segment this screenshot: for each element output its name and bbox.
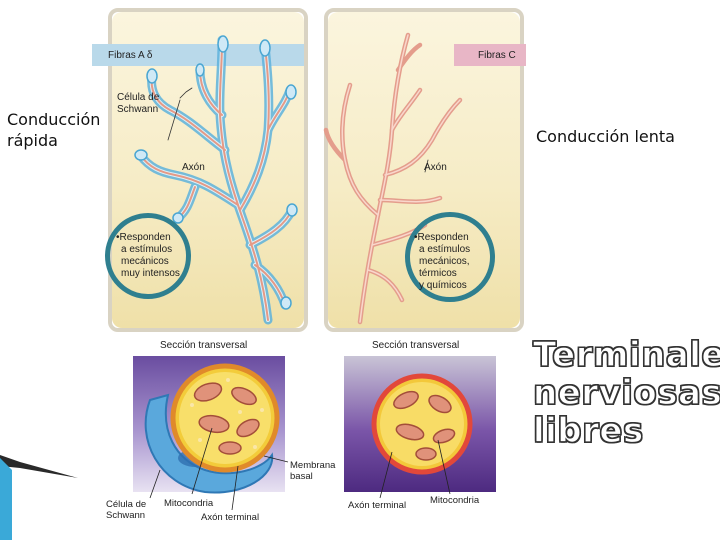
response-left-line4: muy intensos: [121, 268, 180, 279]
label-basal-membrane-line1: Membrana: [290, 460, 336, 471]
label-schwann-cell-bottom: Célula de Schwann: [106, 499, 146, 521]
response-right-line2: a estímulos: [419, 244, 471, 255]
response-left-line2: a estímulos: [121, 244, 173, 255]
label-basal-membrane-line2: basal: [290, 471, 313, 482]
response-text-right: •Responden a estímulos mecánicos, térmic…: [414, 232, 470, 292]
label-schwann-cell-top-line1: Célula de: [117, 92, 160, 103]
note-slow-conduction: Conducción lenta: [536, 127, 675, 146]
note-fast-conduction: Conducción rápida: [7, 109, 100, 151]
note-fast-line2: rápida: [7, 131, 58, 150]
label-axon-left: Axón: [182, 162, 205, 173]
label-axon-terminal-left: Axón terminal: [201, 512, 260, 523]
response-right-line5: y químicos: [419, 280, 467, 291]
label-axon-terminal-right: Axón terminal: [348, 500, 407, 511]
label-schwann-bottom-line2: Schwann: [106, 510, 146, 521]
label-basal-membrane: Membrana basal: [290, 460, 335, 482]
title-line2: nerviosas: [532, 373, 720, 413]
label-axon-right: Axón: [424, 162, 447, 173]
response-text-left: •Responden a estímulos mecánicos muy int…: [116, 232, 180, 280]
title-line1: Terminales: [532, 335, 720, 375]
title-free-nerve-endings: Terminales nerviosas libres: [532, 335, 720, 451]
response-left-line1: •Responden: [116, 232, 171, 243]
label-schwann-cell-top-line2: Schwann: [117, 104, 159, 115]
cross-section-title-left: Sección transversal: [160, 340, 248, 351]
cross-section-title-right: Sección transversal: [372, 340, 460, 351]
highlight-ring-right: [405, 212, 495, 302]
label-schwann-cell-top: Célula de Schwann: [117, 92, 159, 116]
fiber-tab-a-delta-label: Fibras A δ: [108, 49, 153, 61]
title-line3: libres: [532, 411, 644, 451]
response-right-line3: mecánicos,: [419, 256, 470, 267]
response-right-line4: térmicos: [419, 268, 457, 279]
response-left-line3: mecánicos: [121, 256, 169, 267]
response-right-line1: •Responden: [414, 232, 469, 243]
fiber-tab-c-label: Fibras C: [478, 49, 516, 61]
highlight-ring-left: [105, 213, 191, 299]
label-mitochondria-right: Mitocondria: [430, 495, 480, 506]
note-fast-line1: Conducción: [7, 110, 101, 129]
fiber-tab-a-delta: Fibras A δ: [92, 44, 304, 66]
fiber-tab-c: Fibras C: [454, 44, 526, 66]
label-schwann-bottom-line1: Célula de: [106, 499, 147, 510]
label-mitochondria-left: Mitocondria: [164, 498, 214, 509]
